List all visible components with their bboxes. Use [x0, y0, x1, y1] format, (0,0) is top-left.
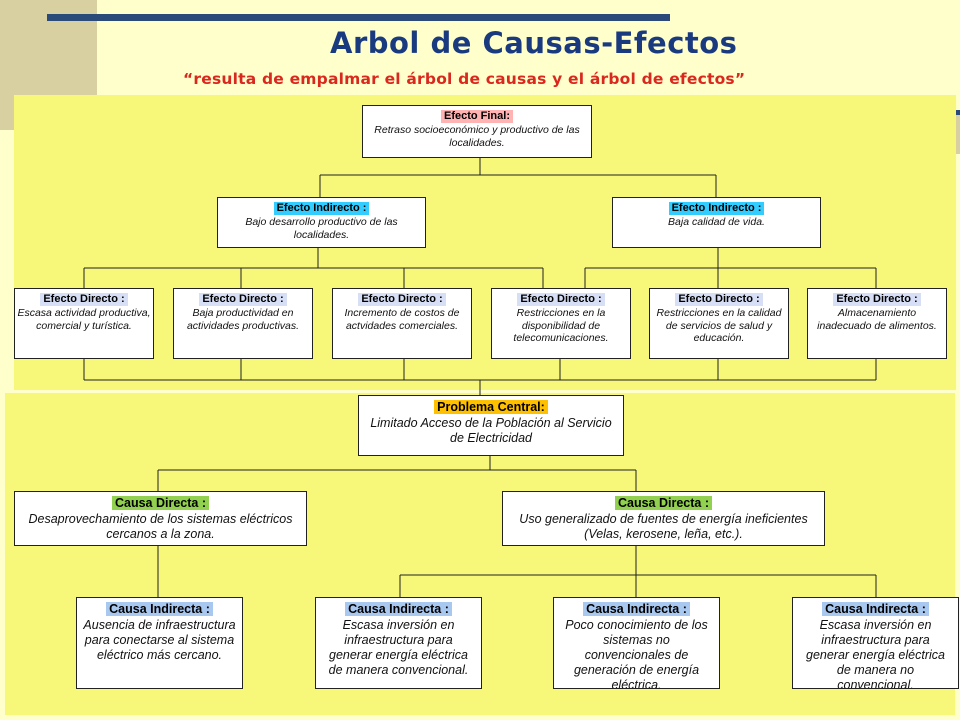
causa-directa-header: Causa Directa : [614, 496, 712, 511]
problema-central-text: Limitado Acceso de la Población al Servi… [370, 416, 612, 445]
causa-indirecta-box: Causa Indirecta : Ausencia de infraestru… [76, 597, 243, 689]
causa-directa-text: Desaprovechamiento de los sistemas eléct… [28, 512, 293, 541]
efecto-directo-text: Restricciones en la calidad de servicios… [656, 307, 782, 345]
causa-indirecta-box: Causa Indirecta : Escasa inversión en in… [792, 597, 959, 689]
connector-problem-to-causes [157, 456, 637, 491]
causa-directa-box: Causa Directa : Uso generalizado de fuen… [502, 491, 825, 546]
decorative-bar-top [47, 14, 670, 21]
causa-directa-header: Causa Directa : [111, 496, 209, 511]
efecto-directo-box: Efecto Directo : Baja productividad en a… [173, 288, 313, 359]
problema-central-header: Problema Central: [434, 400, 548, 415]
efecto-directo-text: Escasa actividad productiva, comercial y… [17, 307, 151, 332]
efecto-directo-text: Almacenamiento inadecuado de alimentos. [817, 307, 937, 332]
page-subtitle: “resulta de empalmar el árbol de causas … [183, 70, 746, 88]
causa-indirecta-box: Causa Indirecta : Escasa inversión en in… [315, 597, 482, 689]
causa-indirecta-header: Causa Indirecta : [583, 602, 690, 617]
causa-indirecta-box: Causa Indirecta : Poco conocimiento de l… [553, 597, 720, 689]
connector-direct-to-problem [83, 359, 877, 395]
connector-indirect-left-to-direct [83, 248, 544, 288]
efecto-final-box: Efecto Final: Retraso socioeconómico y p… [362, 105, 592, 158]
efecto-directo-header: Efecto Directo : [358, 293, 446, 306]
connector-indirect-right-to-direct [584, 248, 877, 288]
efecto-directo-header: Efecto Directo : [517, 293, 605, 306]
causa-indirecta-text: Ausencia de infraestructura para conecta… [83, 618, 236, 662]
efecto-indirecto-box: Efecto Indirecto : Baja calidad de vida. [612, 197, 821, 248]
efecto-directo-box: Efecto Directo : Incremento de costos de… [332, 288, 472, 359]
causa-indirecta-text: Poco conocimiento de los sistemas no con… [565, 618, 708, 689]
efecto-directo-header: Efecto Directo : [833, 293, 921, 306]
efecto-directo-box: Efecto Directo : Restricciones en la cal… [649, 288, 789, 359]
efecto-indirecto-box: Efecto Indirecto : Bajo desarrollo produ… [217, 197, 426, 248]
efecto-directo-box: Efecto Directo : Restricciones en la dis… [491, 288, 631, 359]
connector-cause-right-to-indirect [399, 546, 877, 597]
efecto-final-header: Efecto Final: [440, 110, 513, 123]
efecto-indirecto-header: Efecto Indirecto : [273, 202, 370, 215]
causa-indirecta-header: Causa Indirecta : [106, 602, 213, 617]
efecto-directo-box: Efecto Directo : Almacenamiento inadecua… [807, 288, 947, 359]
page-title: Arbol de Causas-Efectos [330, 26, 738, 60]
efecto-directo-text: Incremento de costos de actvidades comer… [344, 307, 460, 332]
causa-indirecta-text: Escasa inversión en infraestructura para… [328, 618, 469, 677]
efecto-indirecto-header: Efecto Indirecto : [668, 202, 765, 215]
efecto-indirecto-text: Bajo desarrollo productivo de las locali… [245, 216, 398, 241]
efecto-directo-header: Efecto Directo : [40, 293, 128, 306]
causa-directa-box: Causa Directa : Desaprovechamiento de lo… [14, 491, 307, 546]
causa-indirecta-header: Causa Indirecta : [345, 602, 452, 617]
efecto-directo-header: Efecto Directo : [199, 293, 287, 306]
problema-central-box: Problema Central: Limitado Acceso de la … [358, 395, 624, 456]
efecto-directo-text: Baja productividad en actividades produc… [186, 307, 300, 332]
efecto-directo-header: Efecto Directo : [675, 293, 763, 306]
causa-directa-text: Uso generalizado de fuentes de energía i… [519, 512, 808, 541]
efecto-final-text: Retraso socioeconómico y productivo de l… [374, 124, 580, 149]
causa-indirecta-header: Causa Indirecta : [822, 602, 929, 617]
efecto-directo-box: Efecto Directo : Escasa actividad produc… [14, 288, 154, 359]
causa-indirecta-text: Escasa inversión en infraestructura para… [806, 618, 945, 689]
efecto-indirecto-text: Baja calidad de vida. [668, 216, 765, 228]
connector-final-to-indirect [319, 158, 717, 197]
efecto-directo-text: Restricciones en la disponibilidad de te… [513, 307, 609, 345]
